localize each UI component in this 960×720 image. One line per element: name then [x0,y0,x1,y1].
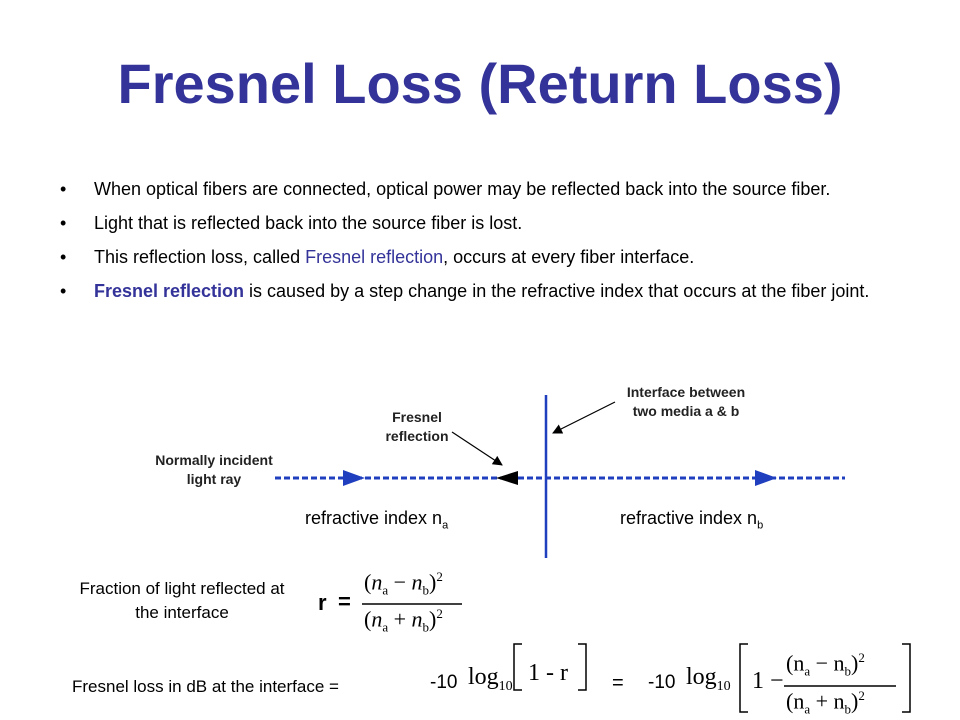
n-a: n [371,569,383,595]
n-b: n [833,650,845,676]
log-2: log10 [686,664,731,695]
incident-label-line1: Normally incident [155,452,273,468]
bullet-item: • When optical fibers are connected, opti… [60,176,920,202]
ri-a-text: refractive index n [305,508,443,528]
bullet-item: • This reflection loss, called Fresnel re… [60,244,920,270]
minus-sign: − [815,650,829,676]
interface-label: Interface between two media a & b [606,383,766,421]
bullet-text: This reflection loss, called [94,247,306,267]
sub-a: a [382,619,389,635]
fresnel-pointer [451,431,503,466]
fresnel-label-line1: Fresnel [392,409,442,425]
fraction-caption-line1: Fraction of light reflected at [79,579,285,598]
sub-b: b [844,663,852,679]
sub-a: a [804,701,811,717]
bracket-right-1 [578,643,587,691]
n-a: n [793,650,805,676]
r-symbol: r [318,590,327,616]
bullet-list: • When optical fibers are connected, opti… [60,176,920,312]
ri-b-sub: b [757,519,764,532]
loss-caption: Fresnel loss in dB at the interface = [72,677,339,696]
incident-label-line2: light ray [186,471,242,487]
interface-label-line1: Interface between [626,384,746,400]
sub-b: b [422,619,430,635]
square: 2 [858,650,865,665]
bracket-left-2 [739,643,748,713]
one-minus: 1 − [752,668,784,694]
refractive-index-b: refractive index nb [620,508,763,532]
ri-b-text: refractive index n [620,508,758,528]
bullet-dot: • [60,247,67,267]
r-equals: = [338,589,351,614]
plus-sign: + [815,688,829,714]
bullet-item: • Light that is reflected back into the s… [60,210,920,236]
plus-sign: + [393,606,407,632]
incident-ray-label: Normally incident light ray [140,451,288,489]
fresnel-highlight: Fresnel reflection [305,247,444,267]
ray-arrowhead-right [755,470,777,486]
loss-denominator: (na + nb)2 [786,688,865,717]
interface-label-line2: two media a & b [632,403,740,419]
fresnel-highlight-bold: Fresnel reflection [94,281,245,301]
log-base: 10 [716,678,731,694]
r-text: r [318,590,327,615]
log-text: log [468,664,499,690]
one-minus-r: 1 - r [528,660,568,686]
equals-sign: = [612,672,624,694]
n-b: n [833,688,845,714]
r-denominator: (na + nb)2 [364,606,443,635]
fresnel-reflection-label: Fresnel reflection [373,408,461,446]
sub-b: b [422,582,430,598]
bullet-text: , occurs at every fiber interface. [443,247,695,267]
slide-title: Fresnel Loss (Return Loss) [117,52,843,115]
reflection-arrowhead [496,471,518,485]
minus-ten-2: -10 [648,672,676,693]
bracket-left-1 [513,643,522,691]
loss-numerator: (na − nb)2 [786,650,865,679]
ray-arrowhead-left [343,470,365,486]
sub-b: b [844,701,852,717]
square: 2 [436,569,443,584]
n-b: n [411,606,423,632]
refractive-index-a: refractive index na [305,508,448,532]
square: 2 [858,688,865,703]
bullet-dot: • [60,179,67,199]
r-numerator: (na − nb)2 [364,569,443,598]
sub-a: a [804,663,811,679]
square: 2 [436,606,443,621]
log-base: 10 [498,678,513,694]
sub-a: a [382,582,389,598]
log-1: log10 [468,664,513,695]
minus-ten-1: -10 [430,672,458,693]
bullet-text: Light that is reflected back into the so… [94,213,523,233]
fresnel-label-line2: reflection [385,428,449,444]
n-b: n [411,569,423,595]
n-a: n [371,606,383,632]
log-text: log [686,664,717,690]
bullet-dot: • [60,281,67,301]
bullet-text: is caused by a step change in the refrac… [244,281,870,301]
fraction-caption-line2: the interface [135,603,229,622]
fraction-caption: Fraction of light reflected at the inter… [60,577,304,625]
interface-pointer [552,401,616,434]
n-a: n [793,688,805,714]
bracket-right-2 [902,643,911,713]
minus-sign: − [393,569,407,595]
ri-a-sub: a [442,519,449,532]
bullet-dot: • [60,213,67,233]
bullet-item: • Fresnel reflection is caused by a step… [60,278,920,304]
bullet-text: When optical fibers are connected, optic… [94,179,831,199]
